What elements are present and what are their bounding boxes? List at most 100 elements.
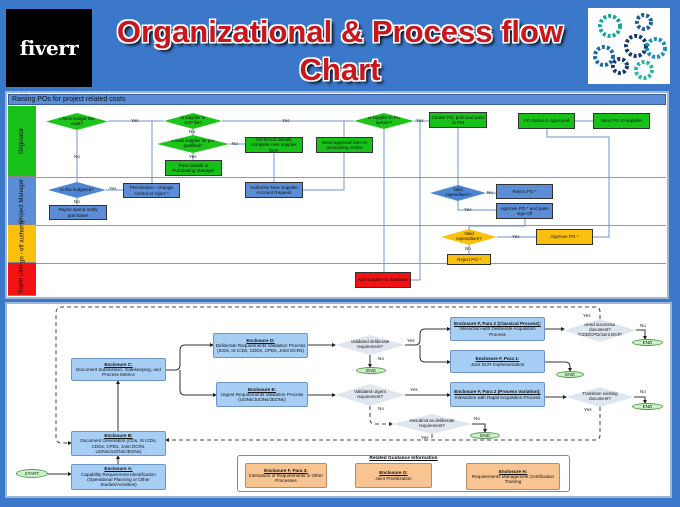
box-authorise-supplier: Authorise New Supplier Account Request (245, 182, 303, 198)
enclosure-b-title: Enclosure B: (104, 432, 133, 438)
decision-budgeted: Is this budgeted? (48, 182, 106, 198)
enclosure-c-title: Enclosure C: (104, 361, 133, 367)
box-approve-sign: Approve PO * (536, 229, 593, 245)
label-no: No (640, 323, 646, 328)
enclosure-d: Enclosure D:Deliberate Requirements Vali… (213, 333, 308, 358)
lane-label: Project Manager (19, 178, 25, 223)
box-pass-details: Pass details to Purchasing Manager (165, 160, 222, 176)
label-no: No (378, 356, 384, 361)
enclosure-a: Enclosure A:Capability Requirement Ident… (71, 464, 166, 490)
enclosure-b-text: Document Generation (CDs, IS ICDs, CDDs,… (80, 438, 157, 454)
brand-text: fiverr (19, 36, 79, 60)
label-no: No (189, 129, 195, 134)
fiverr-logo: fiverr (6, 9, 92, 87)
label-yes: Yes (421, 435, 429, 440)
enclosure-f2c-title: Enclosure F, Para 2 (Classical Process): (453, 321, 542, 327)
label-no: No (232, 141, 238, 146)
decision-transition: Transition existing document? (566, 387, 634, 407)
enclosure-f1-title: Enclosure F, Para 1: (475, 356, 520, 362)
end-node: END (356, 367, 386, 374)
decision-valid-pm: Valid expenditure? (430, 185, 486, 201)
lane-sign-off: Sign - off authority (8, 219, 36, 268)
enclosure-b: Enclosure B:Document Generation (CDs, IS… (71, 431, 166, 456)
decision-resubmit: Resubmit as deliberate requirement? (392, 414, 472, 434)
enclosure-f1-text: Joint DCR Implementation (470, 361, 525, 367)
label-no: No (474, 416, 480, 421)
enclosure-e-text: Urgent Requirements Validation Process (… (220, 391, 304, 403)
enclosure-g-title: Enclosure G: (379, 470, 408, 476)
decision-need-successor: Need successor document? (CDD/CPD/Joint … (564, 319, 636, 342)
label-yes: Yes (131, 118, 139, 123)
box-send-approval: Send approval form to accounting centre (316, 137, 373, 153)
decision-valid-sign: Valid expenditure? (441, 229, 497, 245)
lane-label: Super user (19, 264, 26, 294)
label-yes: Yes (407, 338, 415, 343)
label-yes: Yes (583, 313, 591, 318)
enclosure-f2c-text: Interaction with Deliberate Acquisition … (459, 326, 536, 337)
box-pm-resolve: PM resolve – change control or reject * (123, 183, 180, 198)
enclosure-g: Enclosure G:Joint Prioritization (355, 463, 432, 488)
enclosure-c: Enclosure C:Document Submission, Gatekee… (71, 358, 166, 381)
page-title-line1: Organizational & Process flow (116, 14, 564, 49)
enclosure-f2p-title: Enclosure F, Para 2 (Process Variation): (454, 389, 541, 395)
label-yes: Yes (464, 207, 472, 212)
box-get-bacs: Get BACS details, complete new supplier … (245, 137, 303, 153)
related-guidance-title: Related Guidance Information (369, 456, 438, 461)
label-yes: Yes (416, 118, 424, 123)
label-yes: Yes (410, 387, 418, 392)
lane-project-manager: Project Manager (8, 177, 36, 225)
lane-super-user: Super user (8, 263, 36, 296)
label-no: No (487, 190, 493, 195)
box-reject-po-pm: Reject PO * (496, 184, 553, 199)
box-send-po: Send PO to supplier (593, 113, 650, 129)
enclosure-d-title: Enclosure D: (246, 337, 275, 343)
enclosure-f3: Enclosure F, Para 3:Interaction of Requi… (245, 463, 327, 488)
decision-in-sap: Is supplier in SAP list? (164, 113, 222, 129)
box-create-po: Create PO, print and pass to PM (429, 112, 487, 128)
label-yes: Yes (584, 407, 592, 412)
box-reject-spend: Reject spend notify purchaser (49, 205, 107, 220)
lane-label: Originator (19, 127, 25, 155)
page-title-line2: Chart (299, 52, 381, 87)
label-yes: Yes (282, 118, 290, 123)
box-approve-pass: Approve PO * and pass sign-off (496, 203, 553, 219)
label-no: No (465, 246, 471, 251)
enclosure-f2-variation: Enclosure F, Para 2 (Process Variation):… (450, 382, 545, 407)
label-yes: Yes (189, 154, 197, 159)
label-no: No (378, 406, 384, 411)
lane-label: Sign - off authority (19, 219, 25, 268)
label-yes: Yes (512, 234, 520, 239)
enclosure-f3-text: Interaction of Requirements in Other Pro… (248, 472, 324, 484)
swimlane-title: Raising POs for project related costs (8, 94, 666, 105)
label-no: No (74, 199, 80, 204)
decision-validated-urgent: Validated urgent requirement? (335, 384, 405, 406)
end-node: END (556, 371, 584, 378)
enclosure-h-title: Enclosure H: (498, 468, 528, 474)
enclosure-f2-classical: Enclosure F, Para 2 (Classical Process):… (450, 317, 545, 341)
label-no: No (640, 389, 646, 394)
enclosure-d-text: Deliberate Requirements Validation Proce… (215, 342, 306, 354)
enclosure-h: Enclosure H:Requirements Management Cert… (466, 463, 560, 490)
enclosure-g-text: Joint Prioritization (375, 475, 412, 481)
end-node: END (470, 432, 500, 439)
lane-originator: Originator (8, 106, 36, 177)
enclosure-c-text: Document Submission, Gatekeeping, and Pr… (76, 366, 161, 378)
enclosure-h-text: Requirements Management Certification Tr… (471, 473, 555, 485)
box-reject-sign: Reject PO * (447, 254, 491, 265)
enclosure-f2p-text: Interaction with Rapid Acquisition Proce… (454, 394, 541, 400)
gears-icon (588, 8, 670, 84)
start-node: START (16, 469, 48, 478)
end-node: END (632, 339, 663, 346)
enclosure-e-title: Enclosure E: (247, 386, 277, 392)
decision-check-budget: Check budget line exist? (46, 113, 108, 130)
enclosure-a-title: Enclosure A: (104, 466, 133, 472)
lane-divider (36, 225, 666, 226)
lane-divider (36, 263, 666, 264)
decision-in-po-system: Is supplier in PO system? (354, 113, 414, 129)
box-add-supplier: Add supplier to database (355, 272, 411, 288)
enclosure-a-text: Capability Requirement Identification (O… (81, 471, 156, 488)
enclosure-e: Enclosure E:Urgent Requirements Validati… (216, 382, 308, 407)
label-no: No (74, 154, 80, 159)
enclosure-f1: Enclosure F, Para 1:Joint DCR Implementa… (450, 350, 545, 373)
box-po-status: PO status to approved (518, 113, 575, 129)
